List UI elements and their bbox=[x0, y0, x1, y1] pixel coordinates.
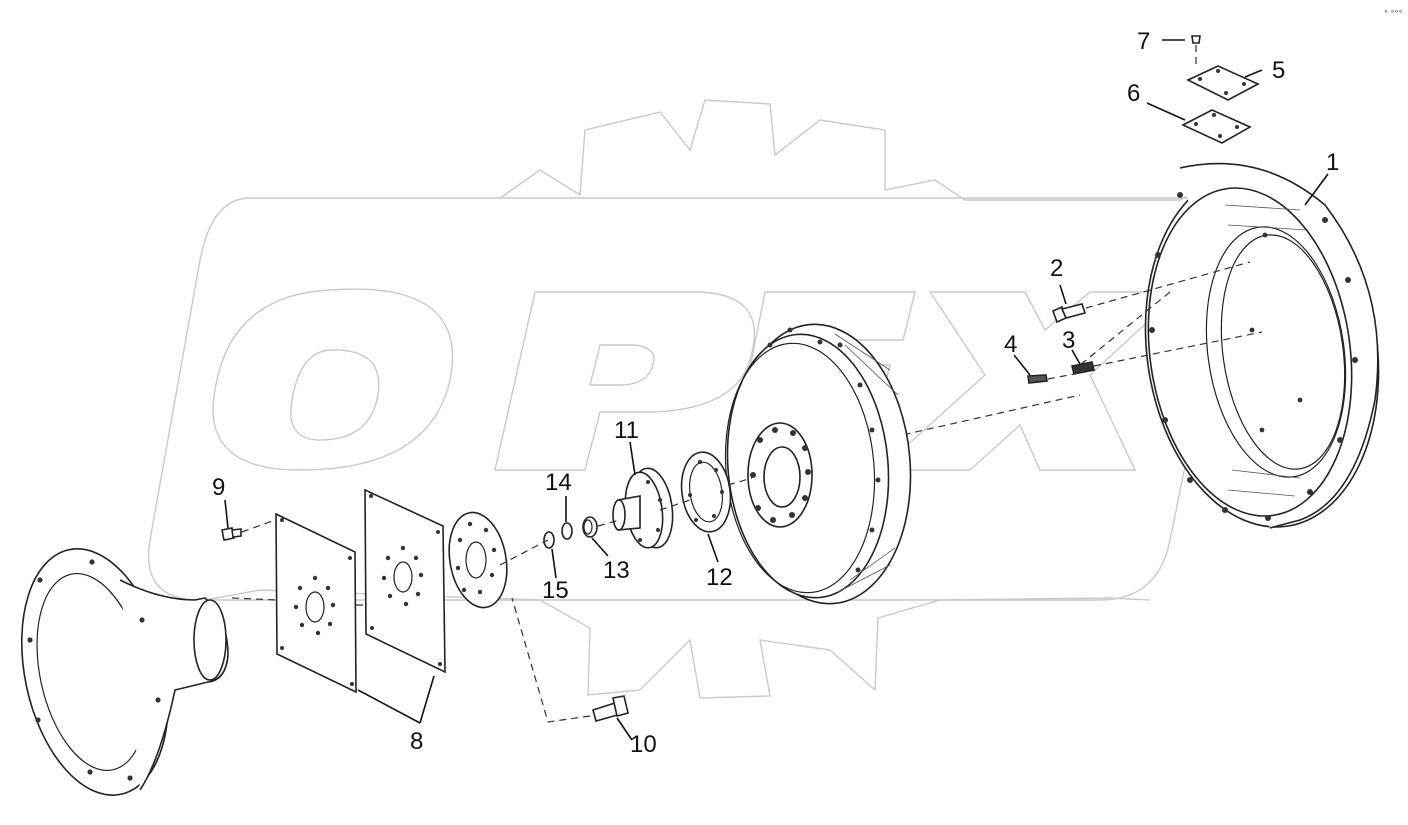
callout-15: 15 bbox=[542, 577, 569, 604]
callout-7: 7 bbox=[1137, 28, 1150, 55]
callout-9: 9 bbox=[212, 474, 225, 501]
part-14-ring bbox=[561, 522, 573, 540]
callout-11: 11 bbox=[614, 417, 639, 444]
callout-6: 6 bbox=[1127, 80, 1140, 107]
watermark-letter-o bbox=[212, 288, 454, 471]
callout-8: 8 bbox=[410, 728, 423, 755]
callout-4: 4 bbox=[1004, 331, 1017, 358]
callout-12: 12 bbox=[706, 564, 733, 591]
flywheel-bolt-holes bbox=[750, 427, 811, 523]
part-4-pin bbox=[1027, 374, 1048, 384]
corner-mark: ° °°° bbox=[1384, 9, 1403, 18]
housing-bolt-holes bbox=[1149, 192, 1358, 521]
part-5-cover-plate bbox=[1186, 65, 1260, 101]
callout-1: 1 bbox=[1326, 149, 1339, 176]
part-1-flywheel-housing bbox=[1144, 162, 1380, 529]
callout-3: 3 bbox=[1062, 327, 1075, 354]
part-13-bushing bbox=[582, 516, 598, 538]
part-3-pin bbox=[1071, 361, 1095, 375]
watermark-letter-p bbox=[494, 291, 755, 471]
part-15-ring bbox=[543, 531, 555, 549]
flex-disc bbox=[448, 511, 508, 609]
part-10-bolt bbox=[511, 597, 629, 723]
part-11-hub bbox=[612, 467, 674, 549]
part-9-screw bbox=[221, 519, 276, 541]
assembly-axis-line bbox=[231, 477, 753, 606]
part-12-gasket-ring bbox=[680, 451, 732, 533]
part-6-gasket bbox=[1181, 109, 1252, 144]
flywheel-disc bbox=[724, 323, 912, 605]
part-2-bolt bbox=[1051, 303, 1087, 324]
part-8-plate-front bbox=[275, 512, 357, 694]
callout-5: 5 bbox=[1272, 57, 1285, 84]
callout-10: 10 bbox=[630, 731, 657, 758]
bell-housing-adapter bbox=[20, 548, 229, 796]
watermark-gear-outline bbox=[204, 99, 1201, 699]
part-8-plate-rear bbox=[364, 488, 446, 674]
assembly-dashed-lines bbox=[879, 261, 1263, 441]
callout-2: 2 bbox=[1050, 255, 1063, 282]
flywheel-rim-holes bbox=[767, 327, 881, 573]
part-7-screw bbox=[1191, 35, 1201, 68]
callout-14: 14 bbox=[545, 469, 572, 496]
callout-13: 13 bbox=[603, 557, 630, 584]
callout-leaders bbox=[224, 39, 1329, 741]
